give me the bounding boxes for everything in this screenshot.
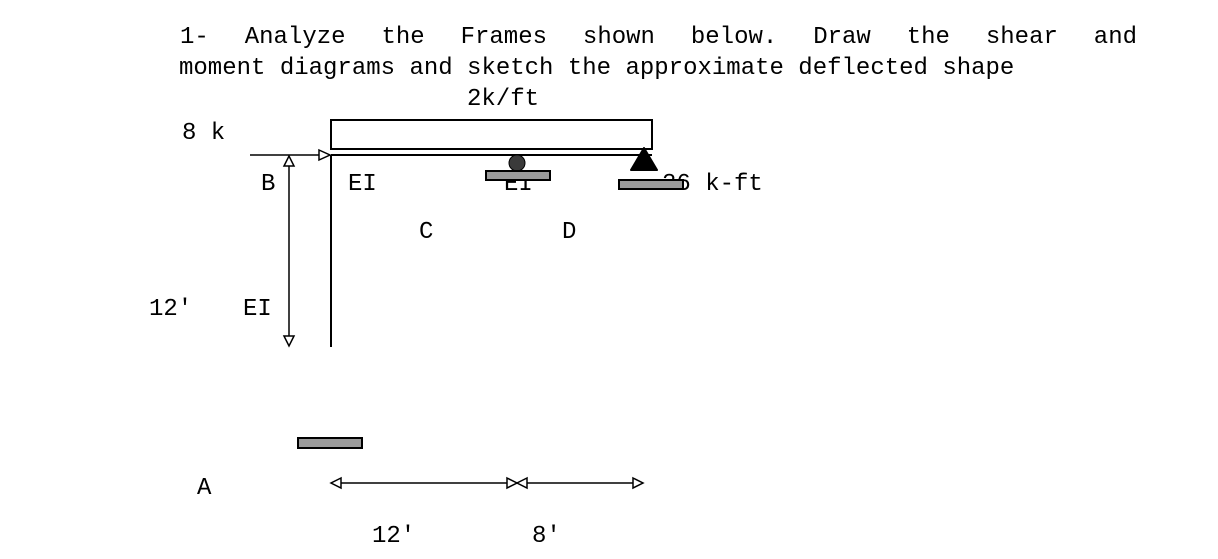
point-load-arrow	[250, 148, 332, 162]
joint-c-label: C	[419, 219, 434, 246]
span-dimension-arrows	[329, 476, 645, 490]
column-height-label: 12′	[149, 296, 193, 323]
joint-a-label: A	[197, 475, 212, 502]
distributed-load-label: 2k/ft	[467, 86, 540, 113]
fixed-support-a-plate	[297, 437, 363, 449]
column-dimension-arrow	[282, 154, 296, 348]
joint-d-label: D	[562, 219, 577, 246]
pin-support-plate	[618, 179, 684, 190]
span-bc-label: 12′	[372, 523, 416, 550]
problem-statement-line-2: moment diagrams and sketch the approxima…	[179, 55, 1015, 82]
pin-support	[630, 147, 658, 171]
span-cd-label: 8′	[532, 523, 561, 550]
ei-beam-left-label: EI	[348, 171, 377, 198]
ei-column-label: EI	[243, 296, 272, 323]
problem-statement-line-1: 1- Analyze the Frames shown below. Draw …	[180, 24, 1137, 51]
point-load-label: 8 k	[182, 120, 226, 147]
distributed-load-box	[330, 119, 653, 150]
roller-support-plate	[485, 170, 551, 181]
joint-b-label: B	[261, 171, 276, 198]
